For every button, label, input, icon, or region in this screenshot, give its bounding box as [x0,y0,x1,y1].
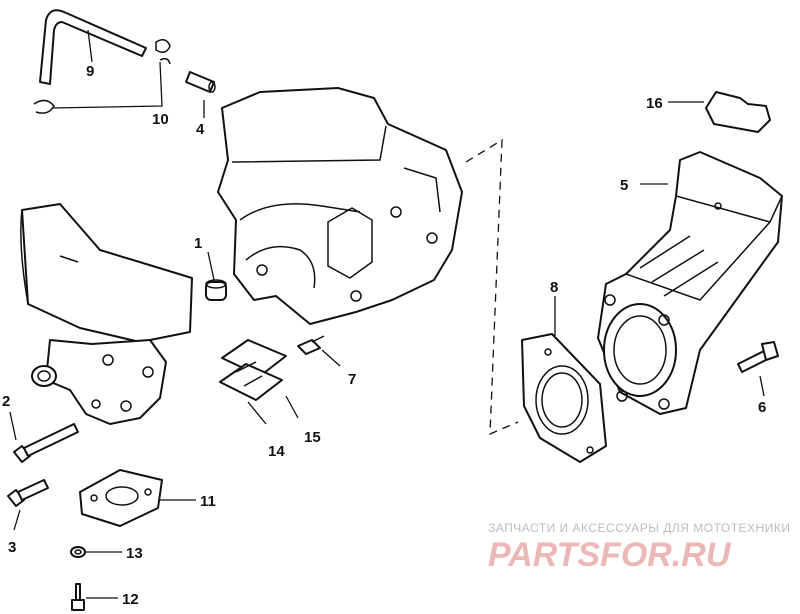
callout-12: 12 [122,591,139,608]
part-16-decal [705,91,771,133]
callout-3: 3 [8,539,16,556]
callout-9: 9 [86,63,94,80]
crankcase-half [217,87,463,325]
callout-8: 8 [550,279,558,296]
callout-16: 16 [646,95,663,112]
callout-7: 7 [348,371,356,388]
part-10-clamp [33,39,171,114]
callout-15: 15 [304,429,321,446]
part-6-bolt [737,341,779,373]
part-8-gasket [521,333,607,463]
callout-14: 14 [268,443,285,460]
watermark: ЗАПЧАСТИ И АКСЕССУАРЫ ДЛЯ МОТОТЕХНИКИ PA… [488,521,790,574]
part-2-bolt [13,423,79,463]
callout-13: 13 [126,545,143,562]
callout-1: 1 [194,235,202,252]
callout-6: 6 [758,399,766,416]
part-1-bushing [205,279,227,301]
assembly-line [465,138,519,436]
part-3-bolt [7,479,49,507]
part-12-screw [71,583,85,611]
watermark-tagline: ЗАПЧАСТИ И АКСЕССУАРЫ ДЛЯ МОТОТЕХНИКИ [488,521,790,535]
callout-11: 11 [200,493,216,510]
part-7-screw [297,335,325,355]
part-14-15-reed-valve [219,339,287,401]
part-11-gasket [79,469,163,527]
part-4-dowel-pin [185,71,216,93]
watermark-brand: PARTSFOR.RU [488,536,732,574]
callout-2: 2 [2,393,10,410]
callout-4: 4 [196,121,205,138]
callout-numbers: 9 10 4 1 2 3 7 14 15 11 13 12 8 5 16 6 [2,63,766,608]
callout-10: 10 [152,111,169,128]
part-9-hose [39,9,147,85]
part-5-exhaust-housing [597,151,783,415]
callout-5: 5 [620,177,628,194]
part-13-washer [70,546,86,558]
carburetor-housing [20,203,193,425]
leader-lines [9,29,765,599]
